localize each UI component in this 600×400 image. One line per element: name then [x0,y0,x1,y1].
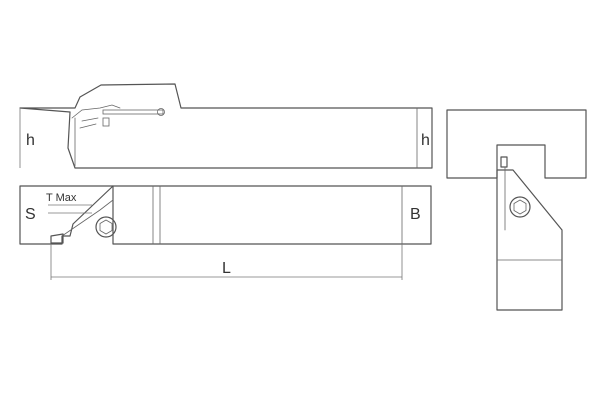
end-view-insert [500,156,508,168]
end-view [446,109,587,311]
side-view: h h [19,83,433,169]
insert-tip [50,233,64,244]
clamp-slot [79,117,99,129]
top-view-outline [19,185,114,245]
s-label: S [25,206,36,223]
l-label: L [222,260,231,277]
clamp-jaw [71,104,121,119]
b-label: B [410,206,421,223]
end-view-shank [496,169,563,311]
clamp-screw [102,117,110,127]
clamp-screw-outer [95,216,117,238]
h-label-end: h [421,132,430,149]
end-view-screw-hex [513,199,527,215]
clamp-screw-hex [99,219,113,235]
shank-body [112,185,432,245]
blade-edge [61,199,114,237]
end-view-block [446,109,587,179]
end-view-screw-outer [509,196,531,218]
h-label-side: h [26,132,35,149]
clamp-lever [102,109,164,115]
top-view: T Max S B L [19,185,432,280]
clamp-lever-knob [157,108,165,116]
tmax-label: T Max [46,192,77,204]
side-view-outline [19,83,433,169]
